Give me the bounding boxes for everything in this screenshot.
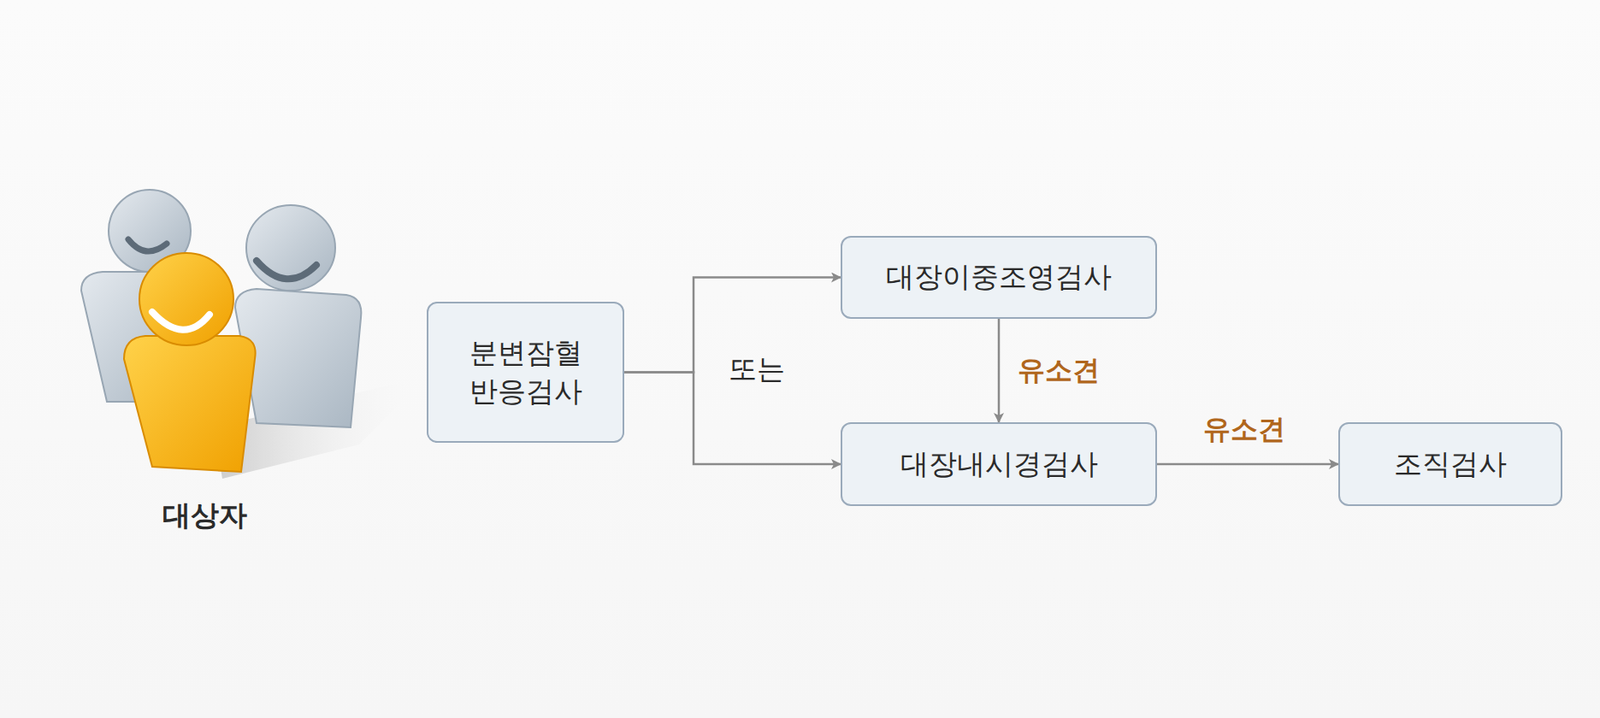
subject-label: 대상자 [162, 496, 248, 536]
branch-label: 또는 [728, 350, 786, 390]
flow-arrow [624, 372, 841, 466]
box-text: 조직검사 [1347, 445, 1553, 485]
flow-arrow [1157, 463, 1339, 467]
process-box: 대장이중조영검사 [840, 236, 1158, 319]
box-text: 대장이중조영검사 [853, 258, 1145, 297]
box-text: 분변잠혈 반응검사 [461, 334, 591, 411]
process-box: 대장내시경검사 [840, 422, 1158, 507]
flow-arrow [997, 318, 1001, 423]
edge-label: 유소견 [1203, 411, 1286, 449]
process-box: 분변잠혈 반응검사 [426, 301, 625, 443]
edge-label: 유소견 [1017, 352, 1100, 390]
box-text: 대장내시경검사 [853, 445, 1145, 485]
process-box: 조직검사 [1338, 422, 1563, 507]
